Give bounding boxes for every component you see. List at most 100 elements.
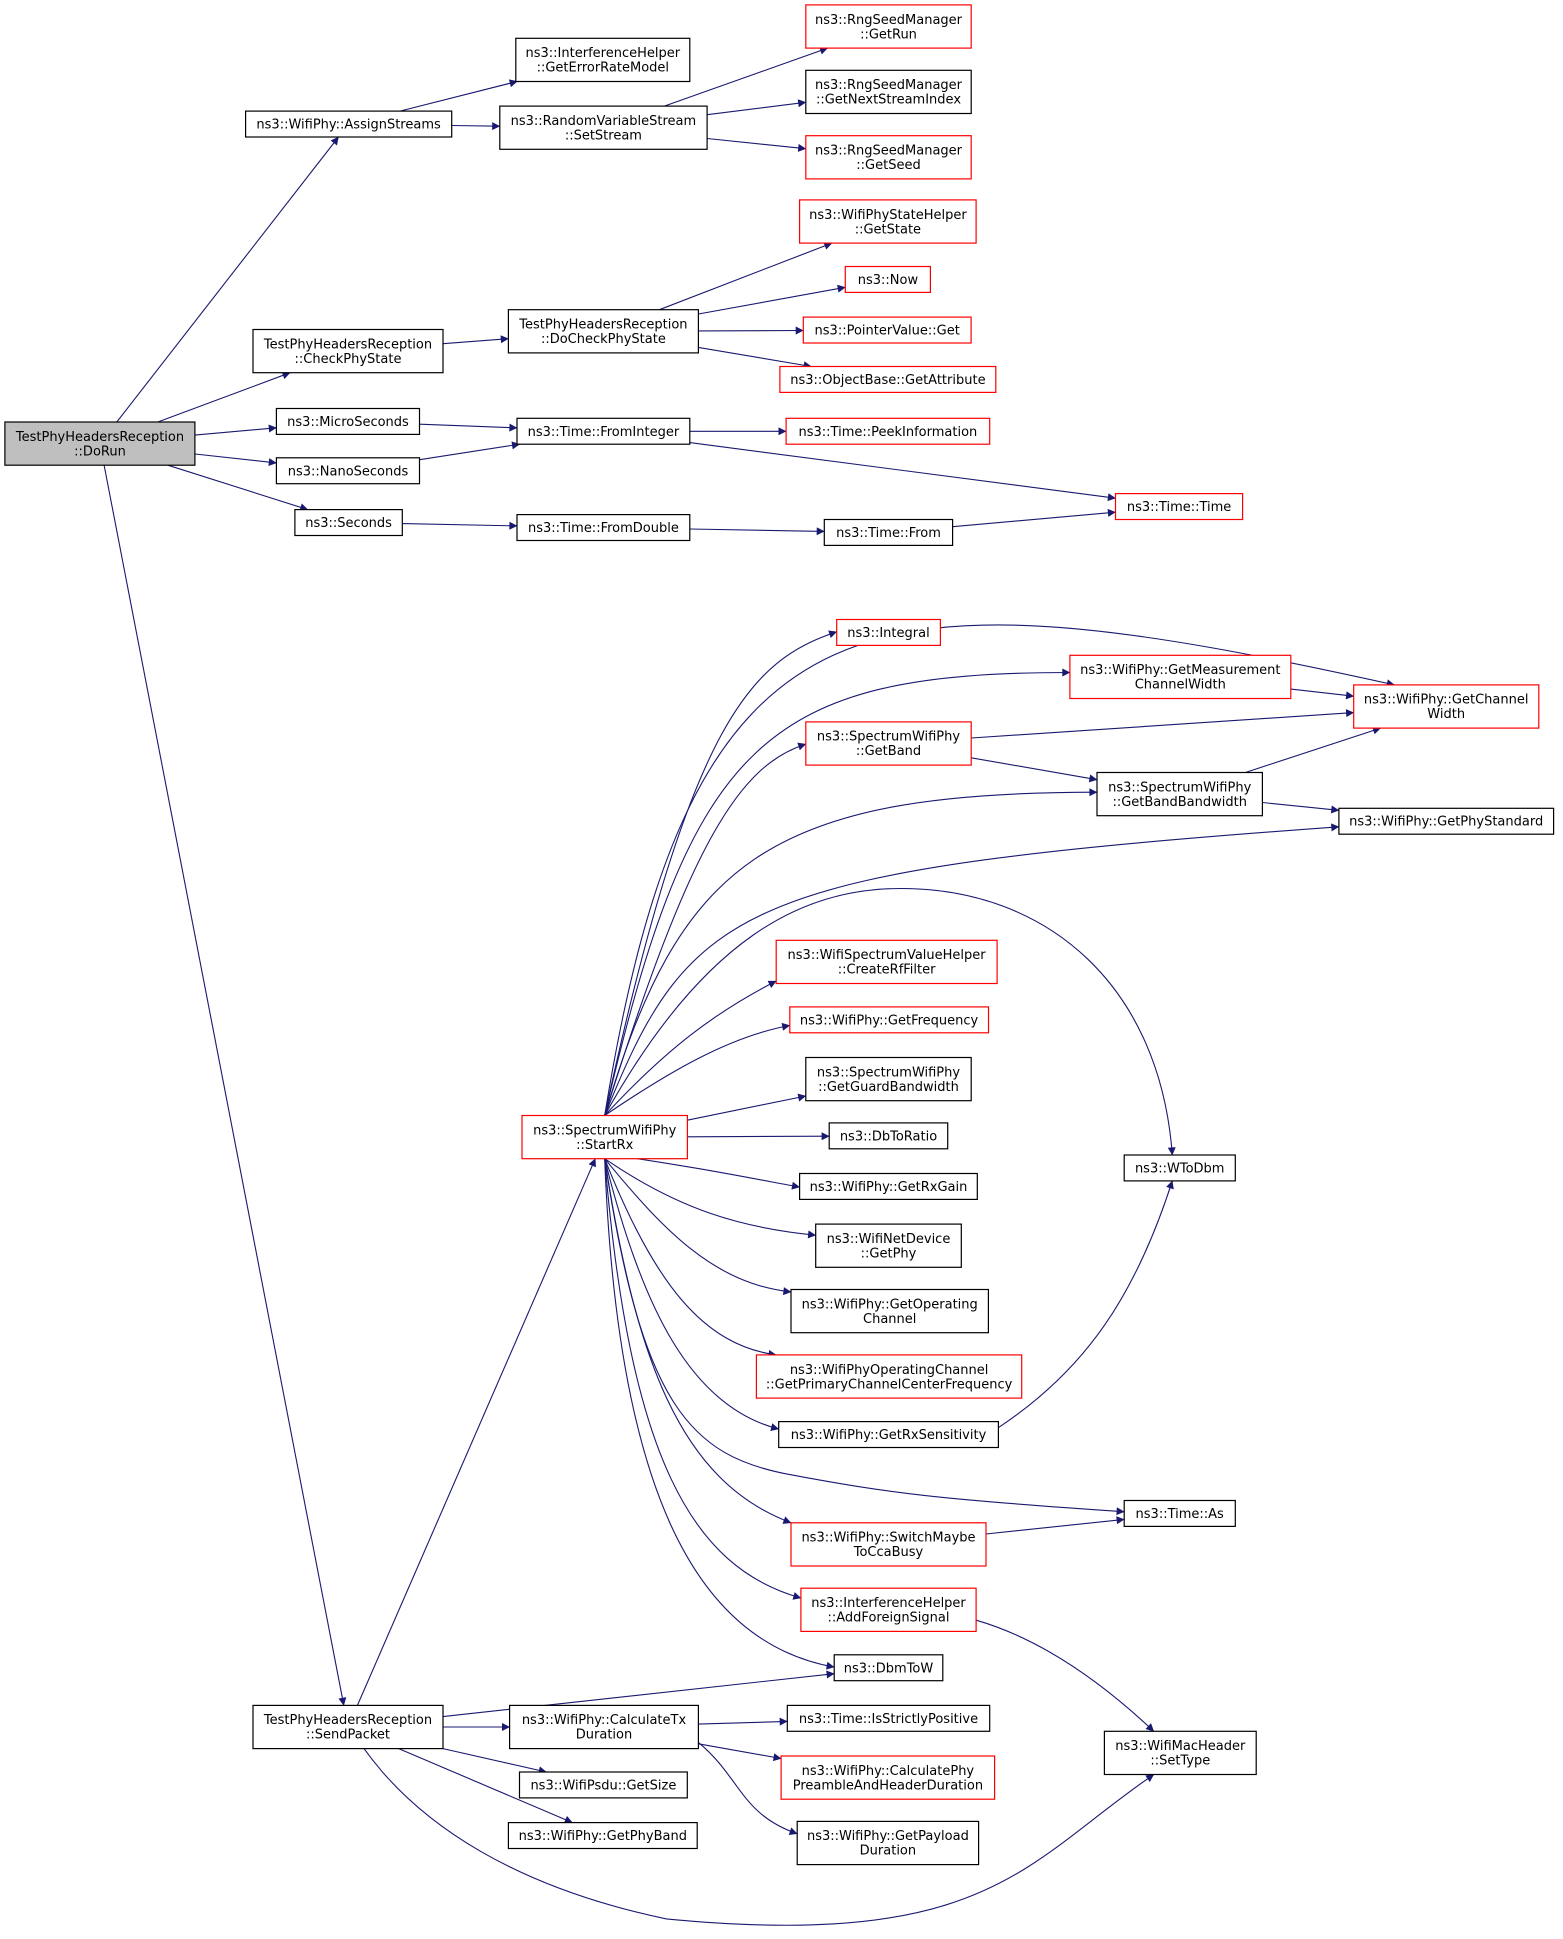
node-frominteger[interactable]: ns3::Time::FromInteger xyxy=(516,417,691,445)
node-box-getnextstreamindex xyxy=(805,69,972,115)
node-now[interactable]: ns3::Now xyxy=(844,265,931,293)
node-box-dbtoratio xyxy=(828,1122,949,1150)
node-getnextstreamindex[interactable]: ns3::RngSeedManager::GetNextStreamIndex xyxy=(805,69,972,115)
node-getattribute[interactable]: ns3::ObjectBase::GetAttribute xyxy=(779,365,997,393)
node-getphy[interactable]: ns3::WifiNetDevice::GetPhy xyxy=(815,1223,962,1268)
node-createrffilter[interactable]: ns3::WifiSpectrumValueHelper::CreateRfFi… xyxy=(775,939,998,985)
node-label-timetime-line-0: ns3::Time::Time xyxy=(1127,500,1231,515)
node-getprimarychannelcenterfrequency[interactable]: ns3::WifiPhyOperatingChannel::GetPrimary… xyxy=(755,1354,1023,1399)
node-isstrictlypositive[interactable]: ns3::Time::IsStrictlyPositive xyxy=(786,1704,991,1732)
node-label-checkphystate-line-0: TestPhyHeadersReception xyxy=(263,337,432,352)
node-label-getrun-line-0: ns3::RngSeedManager xyxy=(815,13,963,28)
node-geterrorratemodel[interactable]: ns3::InterferenceHelper::GetErrorRateMod… xyxy=(515,37,691,83)
node-box-getchannelwidth xyxy=(1353,684,1540,729)
node-box-getrxsensitivity xyxy=(778,1420,1000,1449)
node-fromdouble[interactable]: ns3::Time::FromDouble xyxy=(516,513,691,542)
node-getbandbandwidth[interactable]: ns3::SpectrumWifiPhy::GetBandBandwidth xyxy=(1096,771,1263,817)
node-addforeignsignal[interactable]: ns3::InterferenceHelper::AddForeignSigna… xyxy=(800,1587,977,1632)
node-checkphystate[interactable]: TestPhyHeadersReception::CheckPhyState xyxy=(252,328,444,374)
node-box-getrxgain xyxy=(798,1172,978,1200)
node-box-getrun xyxy=(805,4,972,49)
node-assignstreams[interactable]: ns3::WifiPhy::AssignStreams xyxy=(245,110,453,138)
edge-startrx-to-getband xyxy=(604,742,807,1116)
edge-setstream-to-getseed xyxy=(707,137,807,152)
node-label-createrffilter-line-0: ns3::WifiSpectrumValueHelper xyxy=(788,948,987,963)
node-label-docheckphystate-line-1: ::DoCheckPhyState xyxy=(541,332,666,347)
node-peekinformation[interactable]: ns3::Time::PeekInformation xyxy=(785,417,991,445)
edge-sendpacket-to-getphyband xyxy=(398,1748,573,1824)
edge-sendpacket-to-dbmtow xyxy=(442,1670,835,1718)
node-dbmtow[interactable]: ns3::DbmToW xyxy=(833,1654,944,1682)
node-getphyband[interactable]: ns3::WifiPhy::GetPhyBand xyxy=(507,1821,698,1850)
node-label-getmeasurementchannelwidth-line-1: ChannelWidth xyxy=(1135,678,1226,693)
node-getstate[interactable]: ns3::WifiPhyStateHelper::GetState xyxy=(798,199,977,244)
edge-dorun-to-checkphystate xyxy=(157,371,291,423)
node-setstream[interactable]: ns3::RandomVariableStream::SetStream xyxy=(499,105,708,150)
node-label-docheckphystate-line-0: TestPhyHeadersReception xyxy=(518,318,687,333)
node-dbtoratio[interactable]: ns3::DbToRatio xyxy=(828,1122,949,1150)
node-label-peekinformation-line-0: ns3::Time::PeekInformation xyxy=(799,425,978,440)
node-docheckphystate[interactable]: TestPhyHeadersReception::DoCheckPhyState xyxy=(507,309,699,354)
node-label-calculatetxduration-line-1: Duration xyxy=(576,1728,632,1743)
node-label-getseed-line-1: ::GetSeed xyxy=(856,158,920,173)
node-wtodbm[interactable]: ns3::WToDbm xyxy=(1123,1154,1236,1182)
node-box-getstate xyxy=(798,199,977,244)
node-box-fromdouble xyxy=(516,513,691,542)
node-box-addforeignsignal xyxy=(800,1587,977,1632)
edge-seconds-to-fromdouble xyxy=(402,521,518,530)
node-settype[interactable]: ns3::WifiMacHeader::SetType xyxy=(1103,1730,1257,1776)
node-label-fromdouble-line-0: ns3::Time::FromDouble xyxy=(528,521,679,536)
node-box-wtodbm xyxy=(1123,1154,1236,1182)
edge-fromdouble-to-timefrom xyxy=(689,527,825,536)
node-box-settype xyxy=(1103,1730,1257,1776)
node-label-switchmaybetoccabusy-line-1: ToCcaBusy xyxy=(853,1545,924,1560)
node-label-setstream-line-1: ::SetStream xyxy=(565,129,642,144)
node-seconds[interactable]: ns3::Seconds xyxy=(294,509,403,537)
node-startrx[interactable]: ns3::SpectrumWifiPhy::StartRx xyxy=(521,1114,688,1160)
node-getrxsensitivity[interactable]: ns3::WifiPhy::GetRxSensitivity xyxy=(778,1420,1000,1449)
node-integral[interactable]: ns3::Integral xyxy=(836,618,942,646)
node-timefrom[interactable]: ns3::Time::From xyxy=(823,518,954,546)
edge-getband-to-getbandbandwidth xyxy=(971,757,1098,783)
node-label-getstate-line-1: ::GetState xyxy=(855,222,921,237)
node-psdugetsize[interactable]: ns3::WifiPsdu::GetSize xyxy=(518,1771,688,1799)
edge-switchmaybetoccabusy-to-timeas xyxy=(985,1516,1125,1535)
node-nanoseconds[interactable]: ns3::NanoSeconds xyxy=(275,457,421,485)
node-microseconds[interactable]: ns3::MicroSeconds xyxy=(275,407,421,435)
node-getfrequency[interactable]: ns3::WifiPhy::GetFrequency xyxy=(789,1006,990,1034)
node-label-checkphystate-line-1: ::CheckPhyState xyxy=(295,352,402,367)
node-box-getphy xyxy=(815,1223,962,1268)
node-getrxgain[interactable]: ns3::WifiPhy::GetRxGain xyxy=(798,1172,978,1200)
node-timeas[interactable]: ns3::Time::As xyxy=(1123,1499,1236,1527)
node-calculatephypreamble[interactable]: ns3::WifiPhy::CalculatePhyPreambleAndHea… xyxy=(780,1755,996,1800)
node-sendpacket[interactable]: TestPhyHeadersReception::SendPacket xyxy=(252,1704,444,1750)
edge-getmeasurementchannelwidth-to-getchannelwidth xyxy=(1290,688,1355,700)
edge-startrx-to-createrffilter xyxy=(604,980,777,1116)
node-box-getpayloadduration xyxy=(796,1820,980,1866)
node-label-geterrorratemodel-line-0: ns3::InterferenceHelper xyxy=(526,46,681,61)
node-label-getnextstreamindex-line-1: ::GetNextStreamIndex xyxy=(816,93,961,108)
node-label-getphyband-line-0: ns3::WifiPhy::GetPhyBand xyxy=(519,1829,687,1844)
node-getseed[interactable]: ns3::RngSeedManager::GetSeed xyxy=(805,135,972,180)
node-getrun[interactable]: ns3::RngSeedManager::GetRun xyxy=(805,4,972,49)
node-getguardbandwidth[interactable]: ns3::SpectrumWifiPhy::GetGuardBandwidth xyxy=(805,1056,972,1102)
node-box-dbmtow xyxy=(833,1654,944,1682)
edge-sendpacket-to-settype xyxy=(363,1748,1155,1926)
node-timetime[interactable]: ns3::Time::Time xyxy=(1114,493,1244,521)
node-label-getoperatingchannel-line-0: ns3::WifiPhy::GetOperating xyxy=(802,1297,978,1312)
node-pointervalueget[interactable]: ns3::PointerValue::Get xyxy=(802,316,972,344)
node-label-integral-line-0: ns3::Integral xyxy=(847,626,929,641)
node-getphystandard[interactable]: ns3::WifiPhy::GetPhyStandard xyxy=(1338,807,1555,835)
node-dorun[interactable]: TestPhyHeadersReception::DoRun xyxy=(4,421,196,466)
node-box-now xyxy=(844,265,931,293)
node-getband[interactable]: ns3::SpectrumWifiPhy::GetBand xyxy=(805,721,972,766)
node-label-getchannelwidth-line-1: Width xyxy=(1427,707,1465,722)
edge-dorun-to-microseconds xyxy=(194,424,277,436)
node-label-getstate-line-0: ns3::WifiPhyStateHelper xyxy=(809,208,967,223)
